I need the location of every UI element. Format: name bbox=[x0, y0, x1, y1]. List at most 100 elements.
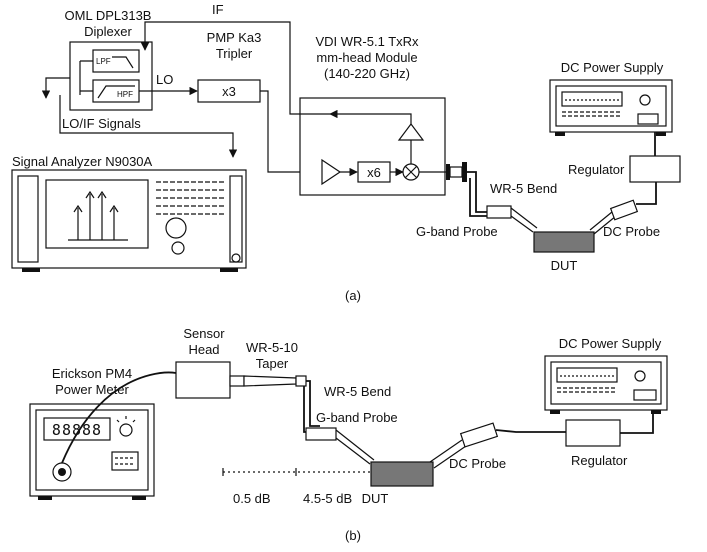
taper-flange bbox=[229, 375, 245, 387]
tripler-subtitle: Tripler bbox=[216, 46, 253, 61]
power-supply-b-knob bbox=[634, 370, 646, 382]
tripler-mult: x3 bbox=[222, 84, 236, 99]
dc-power-supply-a-label: DC Power Supply bbox=[561, 60, 664, 75]
mixer-cross bbox=[404, 165, 418, 179]
analyzer-port-panel bbox=[229, 175, 243, 263]
caption-b: (b) bbox=[345, 528, 361, 543]
dut-a-label: DUT bbox=[551, 258, 578, 273]
power-meter-readout: 88888 bbox=[52, 421, 102, 439]
power-meter: Erickson PM4 Power Meter 88888 bbox=[29, 366, 155, 500]
dc-cable-b-right bbox=[620, 414, 654, 434]
waveguide-stub bbox=[449, 166, 463, 178]
waveguide-flange-2 bbox=[462, 162, 467, 182]
power-supply-a-knob bbox=[639, 94, 651, 106]
hpf-label: HPF bbox=[117, 90, 133, 99]
dc-probe-b-body bbox=[459, 422, 499, 448]
if-output-line-2 bbox=[289, 100, 330, 115]
dc-power-supply-b-label: DC Power Supply bbox=[559, 336, 662, 351]
lo-label: LO bbox=[156, 72, 173, 87]
loss-1-label: 0.5 dB bbox=[233, 491, 271, 506]
power-supply-b-terminals bbox=[633, 389, 657, 401]
dut-a bbox=[533, 231, 595, 253]
tripler-to-vdi-line bbox=[260, 90, 313, 177]
power-meter-knob-ticks bbox=[116, 416, 136, 423]
regulator-b-label: Regulator bbox=[571, 453, 628, 468]
gband-probe-b-tip bbox=[335, 429, 375, 465]
taper-body bbox=[243, 375, 297, 387]
dut-b-label: DUT bbox=[362, 491, 389, 506]
lo-if-signals-line bbox=[59, 95, 238, 158]
gband-probe-a-tip bbox=[510, 207, 538, 233]
wr5-bend-a bbox=[467, 171, 490, 213]
waveguide-flange bbox=[446, 164, 450, 180]
wr5-bend-b bbox=[306, 380, 320, 427]
dc-probe-a-tip bbox=[589, 211, 617, 235]
power-meter-keypad bbox=[111, 451, 139, 471]
power-supply-b-foot-left bbox=[550, 410, 560, 414]
loss-ticks bbox=[222, 468, 297, 476]
power-meter-foot-left bbox=[38, 496, 52, 500]
power-supply-b-foot-right bbox=[651, 410, 661, 414]
power-meter-display bbox=[43, 417, 111, 441]
vdi-module: VDI WR-5.1 TxRx mm-head Module (140-220 … bbox=[289, 34, 467, 196]
dc-power-supply-a: DC Power Supply bbox=[549, 60, 673, 136]
analyzer-spectrum-lines bbox=[77, 194, 115, 240]
lo-amplifier-icon bbox=[321, 158, 342, 186]
vdi-subtitle: mm-head Module bbox=[316, 50, 417, 65]
signal-analyzer: Signal Analyzer N9030A bbox=[11, 154, 247, 272]
diplexer: OML DPL313B Diplexer LPF HPF bbox=[65, 8, 153, 111]
analyzer-knob bbox=[171, 241, 185, 255]
tripler: PMP Ka3 Tripler x3 bbox=[197, 30, 261, 103]
gband-probe-a-body bbox=[486, 205, 512, 219]
power-supply-a-foot-left bbox=[555, 132, 565, 136]
if-label: IF bbox=[212, 2, 224, 17]
regulator-b bbox=[565, 419, 621, 447]
sensor-head-subtitle: Head bbox=[188, 342, 219, 357]
power-supply-b-buttons bbox=[557, 387, 617, 393]
power-supply-a-display bbox=[561, 91, 623, 107]
diplexer-subtitle: Diplexer bbox=[84, 24, 132, 39]
dut-b bbox=[370, 461, 434, 487]
dc-cable-b-left bbox=[495, 429, 566, 433]
analyzer-side-panel bbox=[17, 175, 39, 263]
diplexer-left-line bbox=[41, 77, 70, 99]
if-output-line bbox=[329, 109, 412, 124]
gband-probe-b-body bbox=[305, 427, 337, 441]
hpf-response-icon bbox=[97, 85, 135, 99]
regulator-a-label: Regulator bbox=[568, 162, 625, 177]
power-supply-b-display bbox=[556, 367, 618, 383]
lpf-label: LPF bbox=[96, 57, 111, 66]
taper-end-flange bbox=[295, 375, 307, 387]
vdi-title: VDI WR-5.1 TxRx bbox=[315, 34, 419, 49]
loss-2-label: 4.5-5 dB bbox=[303, 491, 352, 506]
analyzer-spectrum-arrows bbox=[73, 190, 119, 213]
power-meter-subtitle: Power Meter bbox=[55, 382, 129, 397]
if-amplifier-icon bbox=[397, 123, 425, 141]
analyzer-keypad bbox=[156, 181, 226, 215]
analyzer-nav-pad bbox=[165, 217, 187, 239]
regulator-a bbox=[629, 155, 681, 183]
analyzer-foot-right bbox=[220, 268, 238, 272]
power-meter-port-center bbox=[58, 468, 66, 476]
sensor-head-title: Sensor bbox=[183, 326, 225, 341]
power-meter-title: Erickson PM4 bbox=[52, 366, 132, 381]
power-supply-a-terminals bbox=[637, 113, 659, 125]
if-signal-line bbox=[140, 21, 291, 100]
power-meter-keys bbox=[115, 457, 135, 465]
gband-probe-a-label: G-band Probe bbox=[416, 224, 498, 239]
lo-if-signals-label: LO/IF Signals bbox=[62, 116, 141, 131]
vdi-frequency: (140-220 GHz) bbox=[324, 66, 410, 81]
dc-probe-a-label: DC Probe bbox=[603, 224, 660, 239]
dc-cable-a bbox=[636, 182, 657, 205]
diplexer-title: OML DPL313B bbox=[65, 8, 152, 23]
power-meter-knob bbox=[119, 423, 133, 437]
caption-a: (a) bbox=[345, 288, 361, 303]
dc-probe-a-body bbox=[609, 199, 639, 221]
power-meter-foot-right bbox=[132, 496, 146, 500]
dc-power-supply-b: DC Power Supply bbox=[544, 336, 668, 414]
wr5-bend-b-label: WR-5 Bend bbox=[324, 384, 391, 399]
dc-probe-b-label: DC Probe bbox=[449, 456, 506, 471]
x6-label: x6 bbox=[367, 165, 381, 180]
